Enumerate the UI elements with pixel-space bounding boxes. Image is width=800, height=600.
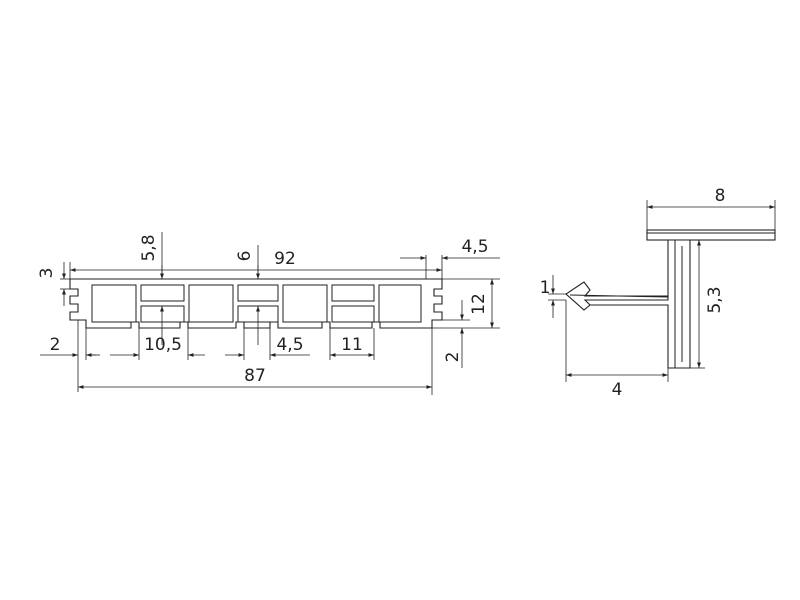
deck-dimensions: 92 4,5 3 5,8 6 12 2 [37,232,500,395]
chamber-2 [140,284,185,302]
dim-barb-thickness: 1 [540,278,551,298]
dim-slot: 4,5 [276,335,303,355]
dim-barb-reach: 4 [612,380,623,400]
dim-web-height-a: 5,8 [139,234,159,261]
dim-right-flange: 2 [443,352,463,363]
chamber-9 [331,305,375,323]
dim-end-offset: 4,5 [461,237,488,257]
chamber-7 [282,284,328,323]
clip-stem [579,239,691,369]
chamber-10 [378,284,422,323]
dim-height: 12 [469,293,489,315]
clip-dimensions: 8 5,3 1 4 [540,186,776,400]
chamber-5 [237,284,279,302]
clip-profile [565,229,776,369]
dim-base-width: 87 [244,366,266,386]
deck-profile-outline [69,278,443,329]
clip-cap [646,229,776,241]
dim-left-flange: 2 [50,335,61,355]
chamber-1 [91,284,137,323]
dim-overall-width: 92 [274,249,296,269]
dim-cap-width: 8 [715,186,726,206]
chamber-8 [331,284,375,302]
dim-chamber: 10,5 [144,335,182,355]
dim-gap: 11 [341,335,363,355]
chamber-4 [188,284,234,323]
dim-web-height-b: 6 [235,251,255,262]
dim-stem-height: 5,3 [705,286,725,313]
dim-top-skin: 3 [37,268,57,279]
deck-profile [69,278,443,329]
